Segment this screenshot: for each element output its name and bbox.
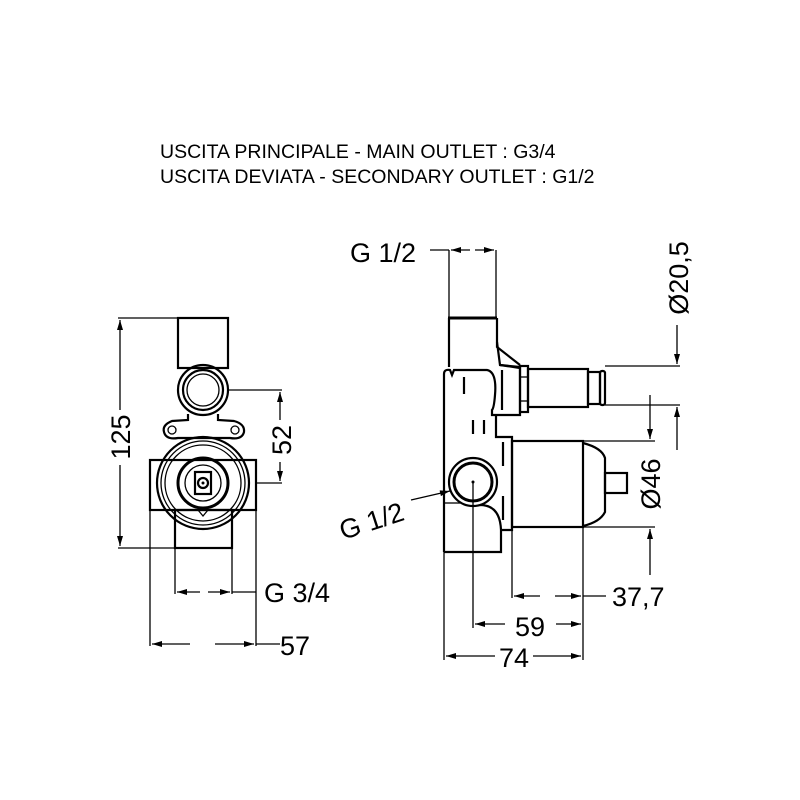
dimension-main-outlet-thread: G 3/4 bbox=[174, 548, 330, 608]
side-cover bbox=[510, 439, 629, 529]
side-top-pipe bbox=[447, 250, 521, 367]
dimension-stem-diameter: Ø20,5 bbox=[605, 241, 694, 450]
total-depth-value: 74 bbox=[499, 643, 529, 673]
spacing-value: 52 bbox=[267, 425, 297, 455]
dimension-spacing-52: 52 bbox=[228, 389, 297, 484]
inlet-depth-value: 59 bbox=[515, 612, 545, 642]
dimension-inlet-thread: G 1/2 bbox=[336, 490, 451, 546]
stem-diameter-value: Ø20,5 bbox=[664, 241, 694, 315]
mounting-bracket bbox=[162, 414, 246, 440]
dimension-body-diameter: Ø46 bbox=[583, 395, 666, 575]
dimension-inlet-depth: 59 bbox=[472, 482, 581, 642]
dimension-cover-depth: 37,7 bbox=[511, 527, 665, 612]
valve-body-face bbox=[155, 435, 251, 531]
height-value: 125 bbox=[106, 414, 136, 459]
cover-depth-value: 37,7 bbox=[612, 582, 665, 612]
inlet-thread-value: G 1/2 bbox=[336, 497, 408, 546]
body-diameter-value: Ø46 bbox=[636, 458, 666, 509]
upper-nut bbox=[176, 363, 230, 417]
secondary-outlet-note: USCITA DEVIATA - SECONDARY OUTLET : G1/2 bbox=[160, 166, 595, 188]
front-view: 125 52 G 3/4 57 bbox=[106, 316, 330, 661]
top-pipe-stub bbox=[176, 316, 230, 370]
side-view: G 1/2 Ø20,5 Ø46 G 1/2 bbox=[336, 238, 694, 673]
width-value: 57 bbox=[280, 631, 310, 661]
dimension-total-depth: 74 bbox=[443, 552, 584, 673]
main-outlet-note: USCITA PRINCIPALE - MAIN OUTLET : G3/4 bbox=[160, 141, 556, 163]
dimension-top-thread: G 1/2 bbox=[350, 238, 494, 268]
top-thread-value: G 1/2 bbox=[350, 238, 416, 268]
dimension-width-57: 57 bbox=[149, 510, 310, 661]
header-notes: USCITA PRINCIPALE - MAIN OUTLET : G3/4 U… bbox=[160, 141, 595, 188]
side-outlet-stem bbox=[518, 364, 607, 414]
main-thread-value: G 3/4 bbox=[264, 578, 330, 608]
side-body bbox=[442, 341, 522, 554]
dimension-height-125: 125 bbox=[106, 317, 178, 549]
valve-body bbox=[148, 458, 258, 550]
